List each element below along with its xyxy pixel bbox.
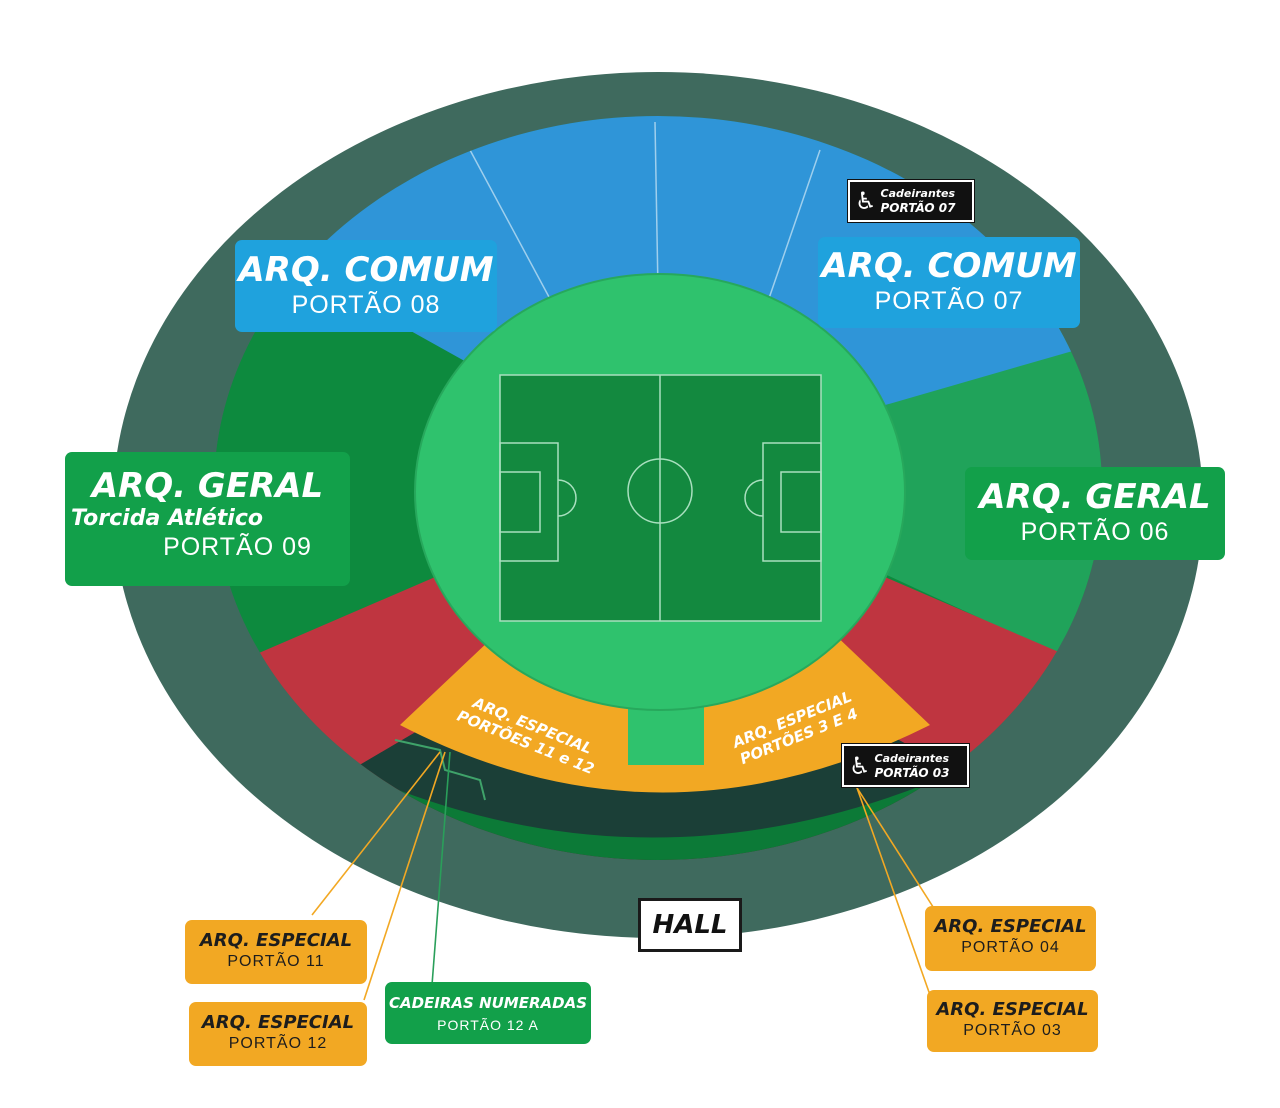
geral-right-label: ARQ. GERAL PORTÃO 06 (965, 467, 1225, 560)
geral-left-subtitle: Torcida Atlético (71, 506, 263, 531)
comum-right-label: ARQ. COMUM PORTÃO 07 (818, 237, 1080, 328)
comum-dividers (469, 121, 821, 311)
badge-bottom-line2: PORTÃO 03 (874, 765, 950, 780)
callout-portao-04: ARQ. ESPECIAL PORTÃO 04 (925, 906, 1096, 971)
hall-label: HALL (638, 898, 742, 952)
callout-portao-11-gate: PORTÃO 11 (227, 953, 325, 970)
wheelchair-badge-top: ♿ Cadeirantes PORTÃO 07 (848, 180, 974, 222)
field-tunnel (628, 690, 704, 765)
wheelchair-badge-bottom: ♿ Cadeirantes PORTÃO 03 (842, 744, 969, 787)
comum-right-gate: PORTÃO 07 (874, 287, 1024, 315)
geral-left-label: ARQ. GERAL Torcida Atlético PORTÃO 09 (65, 452, 350, 586)
callout-portao-12-gate: PORTÃO 12 (228, 1035, 328, 1052)
callout-portao-12-title: ARQ. ESPECIAL (201, 1012, 355, 1033)
callout-portao-03-title: ARQ. ESPECIAL (936, 999, 1089, 1020)
geral-left-gate: PORTÃO 09 (163, 533, 312, 561)
badge-bottom-line1: Cadeirantes (874, 751, 950, 765)
comum-left-label: ARQ. COMUM PORTÃO 08 (235, 240, 497, 332)
comum-left-title: ARQ. COMUM (238, 250, 494, 290)
callout-portao-11-title: ARQ. ESPECIAL (199, 930, 353, 951)
callout-portao-12: ARQ. ESPECIAL PORTÃO 12 (189, 1002, 367, 1066)
lower-stand-lines (394, 739, 486, 801)
callout-portao-04-gate: PORTÃO 04 (961, 939, 1060, 956)
badge-top-line2: PORTÃO 07 (880, 201, 956, 215)
wheelchair-icon: ♿ (849, 751, 871, 780)
badge-top-line1: Cadeirantes (880, 187, 956, 200)
callout-cadeiras-title: CADEIRAS NUMERADAS (388, 994, 587, 1012)
geral-left-title: ARQ. GERAL (91, 466, 324, 506)
callout-portao-03: ARQ. ESPECIAL PORTÃO 03 (927, 990, 1098, 1052)
pitch (499, 374, 822, 622)
callout-portao-11: ARQ. ESPECIAL PORTÃO 11 (185, 920, 367, 984)
geral-right-title: ARQ. GERAL (979, 477, 1211, 517)
geral-right-gate: PORTÃO 06 (1020, 518, 1170, 546)
callout-portao-03-gate: PORTÃO 03 (963, 1022, 1062, 1039)
field-oval-edge (414, 273, 906, 711)
callout-portao-04-title: ARQ. ESPECIAL (934, 916, 1087, 937)
geral-right-sector (660, 250, 1102, 720)
wheelchair-icon: ♿ (855, 187, 877, 215)
callout-cadeiras-gate: PORTÃO 12 A (437, 1017, 539, 1033)
callout-cadeiras: CADEIRAS NUMERADAS PORTÃO 12 A (385, 982, 591, 1044)
comum-right-title: ARQ. COMUM (821, 246, 1077, 286)
comum-left-gate: PORTÃO 08 (291, 291, 441, 319)
callout-lines (311, 751, 936, 1001)
